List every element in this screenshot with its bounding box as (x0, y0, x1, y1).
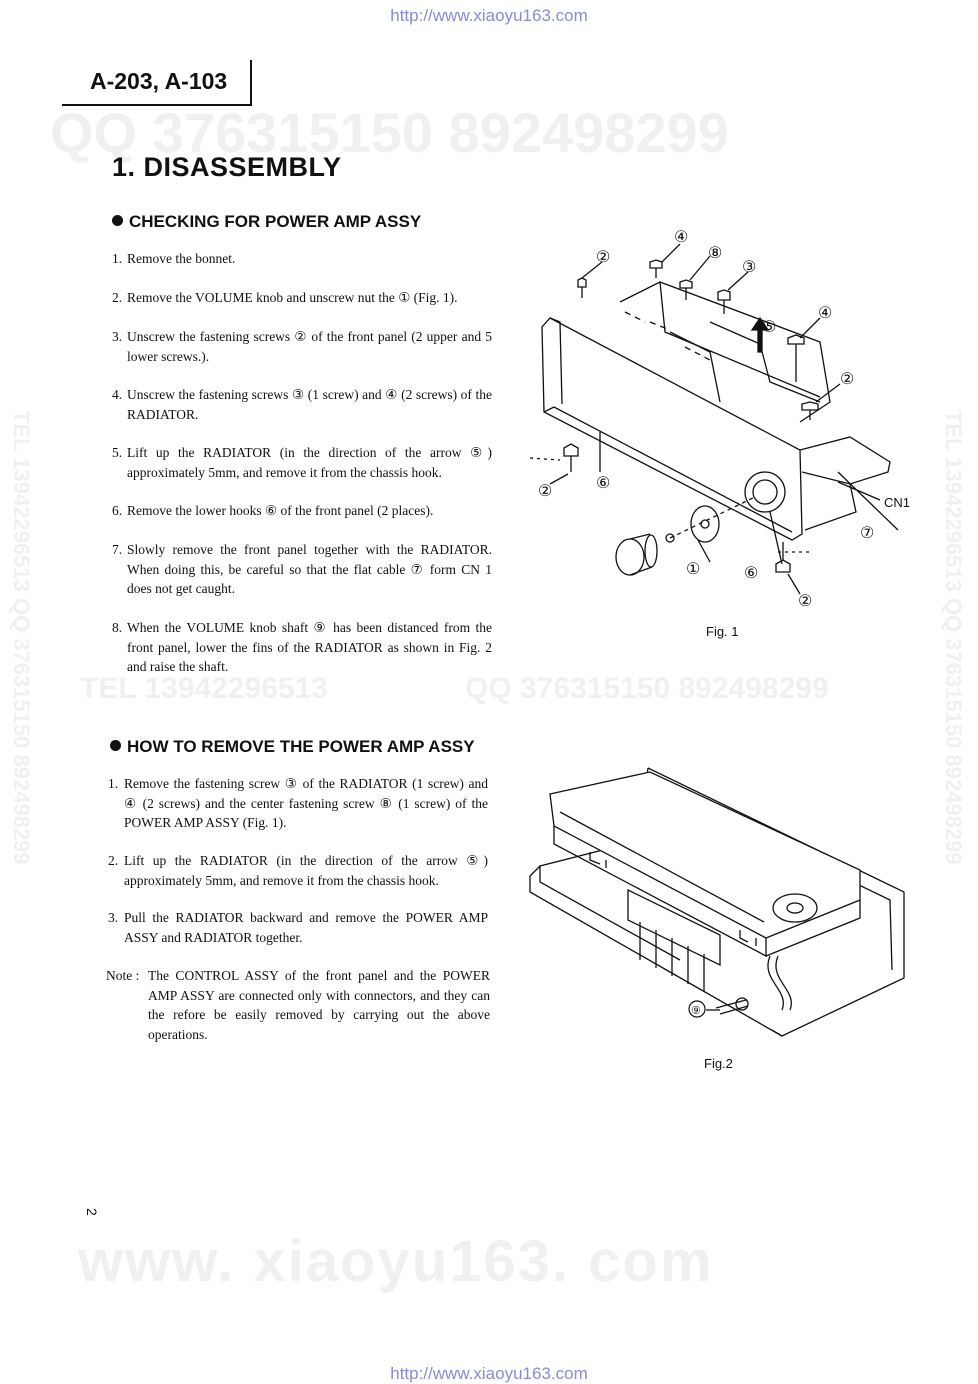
callout-6-bottom: ⑥ (744, 565, 758, 582)
page-title: 1. DISASSEMBLY (112, 152, 342, 182)
step-item: 5. Lift up the RADIATOR (in the directio… (112, 443, 492, 482)
step-item: 1. Remove the fastening screw ③ of the R… (108, 774, 488, 833)
callout-cn1: CN1 (884, 495, 910, 510)
note-block: Note : The CONTROL ASSY of the front pan… (106, 966, 490, 1044)
step-number: 2. (108, 853, 119, 868)
note-label: Note : (106, 968, 140, 983)
step-number: 4. (112, 387, 123, 402)
step-text: Remove the fastening screw ③ of the RADI… (124, 776, 488, 830)
step-item: 1. Remove the bonnet. (112, 249, 492, 269)
step-number: 8. (112, 620, 123, 635)
step-text: Lift up the RADIATOR (in the direction o… (127, 445, 492, 480)
figure-1-caption: Fig. 1 (706, 624, 739, 639)
front-panel-drawing (529, 243, 899, 595)
step-number: 7. (112, 542, 123, 557)
callout-9-ring (688, 1000, 706, 1018)
footer-url: http://www.xiaoyu163.com (390, 1364, 588, 1383)
step-number: 6. (112, 503, 123, 518)
callout-2-right: ② (840, 371, 854, 388)
callout-2-bottom: ② (798, 593, 812, 610)
step-text: Lift up the RADIATOR (in the direction o… (124, 853, 488, 888)
watermark-side-left: TEL 13942296513 QQ 376315150 892498299 (9, 410, 34, 865)
step-text: Slowly remove the front panel together w… (127, 542, 492, 596)
section-heading-checking: CHECKING FOR POWER AMP ASSY (112, 212, 421, 232)
step-number: 3. (112, 329, 123, 344)
step-item: 7. Slowly remove the front panel togethe… (112, 540, 492, 599)
callout-7: ⑦ (860, 525, 874, 542)
figure-1-callouts: ② ④ ⑧ ③ ⑤ ④ ② ② ⑥ ① ⑥ ② ⑦ CN1 (538, 229, 910, 610)
step-number: 2. (112, 290, 123, 305)
watermark-qq-mid: QQ 376315150 892498299 (465, 672, 829, 705)
note-text: The CONTROL ASSY of the front panel and … (148, 968, 490, 1042)
step-number: 1. (108, 776, 119, 791)
callout-5: ⑤ (762, 319, 776, 336)
callout-2-top: ② (596, 249, 610, 266)
callout-8: ⑧ (708, 245, 722, 262)
callout-2-left: ② (538, 483, 552, 500)
step-text: Pull the RADIATOR backward and remove th… (124, 910, 488, 945)
step-item: 3. Pull the RADIATOR backward and remove… (108, 908, 488, 947)
callout-3: ③ (742, 259, 756, 276)
section-heading-text: CHECKING FOR POWER AMP ASSY (129, 212, 422, 231)
step-item: 2. Remove the VOLUME knob and unscrew nu… (112, 288, 497, 308)
bullet-icon (112, 215, 123, 226)
callout-4-right: ④ (818, 305, 832, 322)
radiator-drawing (529, 767, 905, 1037)
model-underline (62, 104, 252, 106)
watermark-qq-top: QQ 376315150 892498299 (50, 101, 729, 164)
step-item: 8. When the VOLUME knob shaft ⑨ has been… (112, 618, 492, 677)
step-number: 3. (108, 910, 119, 925)
step-item: 2. Lift up the RADIATOR (in the directio… (108, 851, 488, 890)
step-text: Unscrew the fastening screws ③ (1 screw)… (127, 387, 492, 422)
callout-4-top: ④ (674, 229, 688, 246)
callout-6-left: ⑥ (596, 475, 610, 492)
model-divider (250, 60, 252, 106)
figure-2-diagram: ⑨ (529, 767, 905, 1037)
step-item: 4. Unscrew the fastening screws ③ (1 scr… (112, 385, 492, 424)
callout-9: ⑨ (691, 1005, 701, 1017)
watermark-tel-mid: TEL 13942296513 (80, 672, 328, 705)
watermark-side-right: TEL 13942296513 QQ 376315150 892498299 (941, 410, 966, 865)
header-url: http://www.xiaoyu163.com (390, 6, 588, 25)
page-number: 2 (84, 1208, 100, 1216)
step-number: 1. (112, 251, 123, 266)
step-item: 6. Remove the lower hooks ⑥ of the front… (112, 501, 492, 521)
step-text: Remove the bonnet. (127, 251, 236, 266)
model-name: A-203, A-103 (90, 68, 228, 94)
step-text: Remove the lower hooks ⑥ of the front pa… (127, 503, 434, 518)
section-heading-text: HOW TO REMOVE THE POWER AMP ASSY (127, 737, 475, 756)
step-text: Unscrew the fastening screws ② of the fr… (127, 329, 492, 364)
figure-2-caption: Fig.2 (704, 1056, 733, 1071)
step-item: 3. Unscrew the fastening screws ② of the… (112, 327, 492, 366)
bullet-icon (110, 740, 121, 751)
step-text: When the VOLUME knob shaft ⑨ has been di… (127, 620, 492, 674)
section-heading-remove: HOW TO REMOVE THE POWER AMP ASSY (110, 737, 475, 757)
watermark-bottom: www. xiaoyu163. com (78, 1229, 714, 1294)
figure-1-diagram: ② ④ ⑧ ③ ⑤ ④ ② ② ⑥ ① ⑥ ② ⑦ CN1 (529, 229, 910, 610)
callout-1: ① (686, 561, 700, 578)
step-number: 5. (112, 445, 123, 460)
step-text: Remove the VOLUME knob and unscrew nut t… (127, 290, 458, 305)
